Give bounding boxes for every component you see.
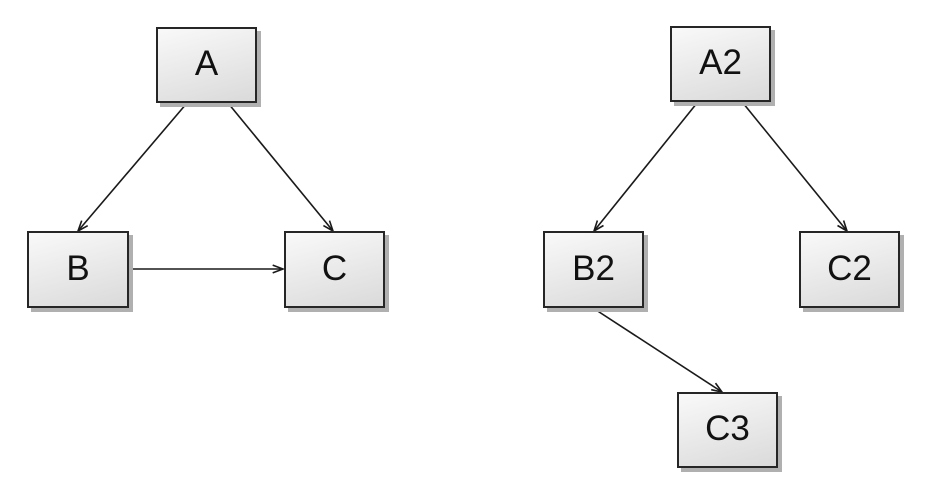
edge-A2-to-C2 <box>742 102 849 233</box>
edge-line <box>592 307 723 393</box>
node-label: C3 <box>705 409 750 448</box>
node-label: A <box>194 44 219 83</box>
edge-A-to-C <box>227 102 335 233</box>
edge-line <box>77 102 188 232</box>
arrowhead-icon <box>711 382 724 394</box>
arrowhead-icon <box>76 220 89 233</box>
node-label: B2 <box>572 248 615 288</box>
edge-A2-to-B2 <box>592 102 698 233</box>
arrowhead-icon <box>592 220 604 233</box>
node-A2[interactable]: A2 <box>670 26 771 102</box>
node-C[interactable]: C <box>284 231 385 308</box>
edge-line <box>742 102 848 232</box>
arrowhead-icon <box>837 220 849 233</box>
arrowhead-icon <box>323 220 335 233</box>
edge-line <box>227 102 334 232</box>
arrowhead-icon <box>272 264 286 274</box>
edge-B-to-C <box>130 264 286 274</box>
edge-line <box>593 102 698 232</box>
node-label: C2 <box>827 248 872 288</box>
node-C3[interactable]: C3 <box>677 392 778 468</box>
node-B[interactable]: B <box>27 231 129 308</box>
node-A[interactable]: A <box>156 27 257 103</box>
node-label: A2 <box>699 43 742 82</box>
edge-A-to-B <box>76 102 188 233</box>
node-B2[interactable]: B2 <box>543 231 644 308</box>
node-label: C <box>321 248 348 288</box>
node-C2[interactable]: C2 <box>799 231 900 308</box>
node-label: B <box>66 248 90 288</box>
edge-B2-to-C3 <box>592 307 724 394</box>
